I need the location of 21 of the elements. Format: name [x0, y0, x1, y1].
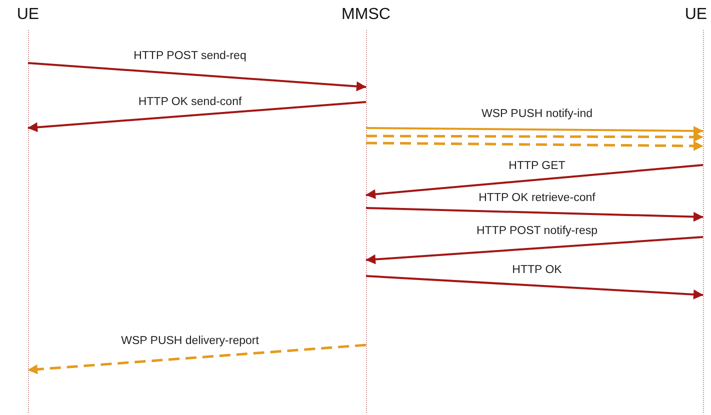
edge-label: HTTP OK retrieve-conf — [478, 193, 596, 204]
participant-label: MMSC — [342, 6, 390, 24]
participant-label: UE — [16, 6, 40, 24]
edge-label: HTTP POST notify-resp — [476, 226, 598, 238]
edge-label: HTTP GET — [508, 161, 566, 172]
arrow — [366, 207, 704, 222]
edge-label: WSP PUSH notify-ind — [482, 109, 592, 120]
arrow — [366, 141, 704, 151]
arrow — [28, 101, 366, 132]
edge-label: HTTP OK send-conf — [138, 97, 242, 108]
arrow — [366, 236, 704, 264]
arrow — [366, 126, 704, 136]
edge-label: WSP PUSH delivery-report — [121, 336, 259, 348]
arrow — [366, 132, 704, 142]
arrow — [366, 275, 704, 300]
edge-label: HTTP POST send-req — [134, 51, 246, 62]
arrow — [28, 344, 366, 374]
participant-label: UE — [684, 6, 708, 24]
edge-label: HTTP OK — [512, 265, 562, 276]
arrow — [28, 62, 366, 92]
arrow — [366, 164, 704, 200]
